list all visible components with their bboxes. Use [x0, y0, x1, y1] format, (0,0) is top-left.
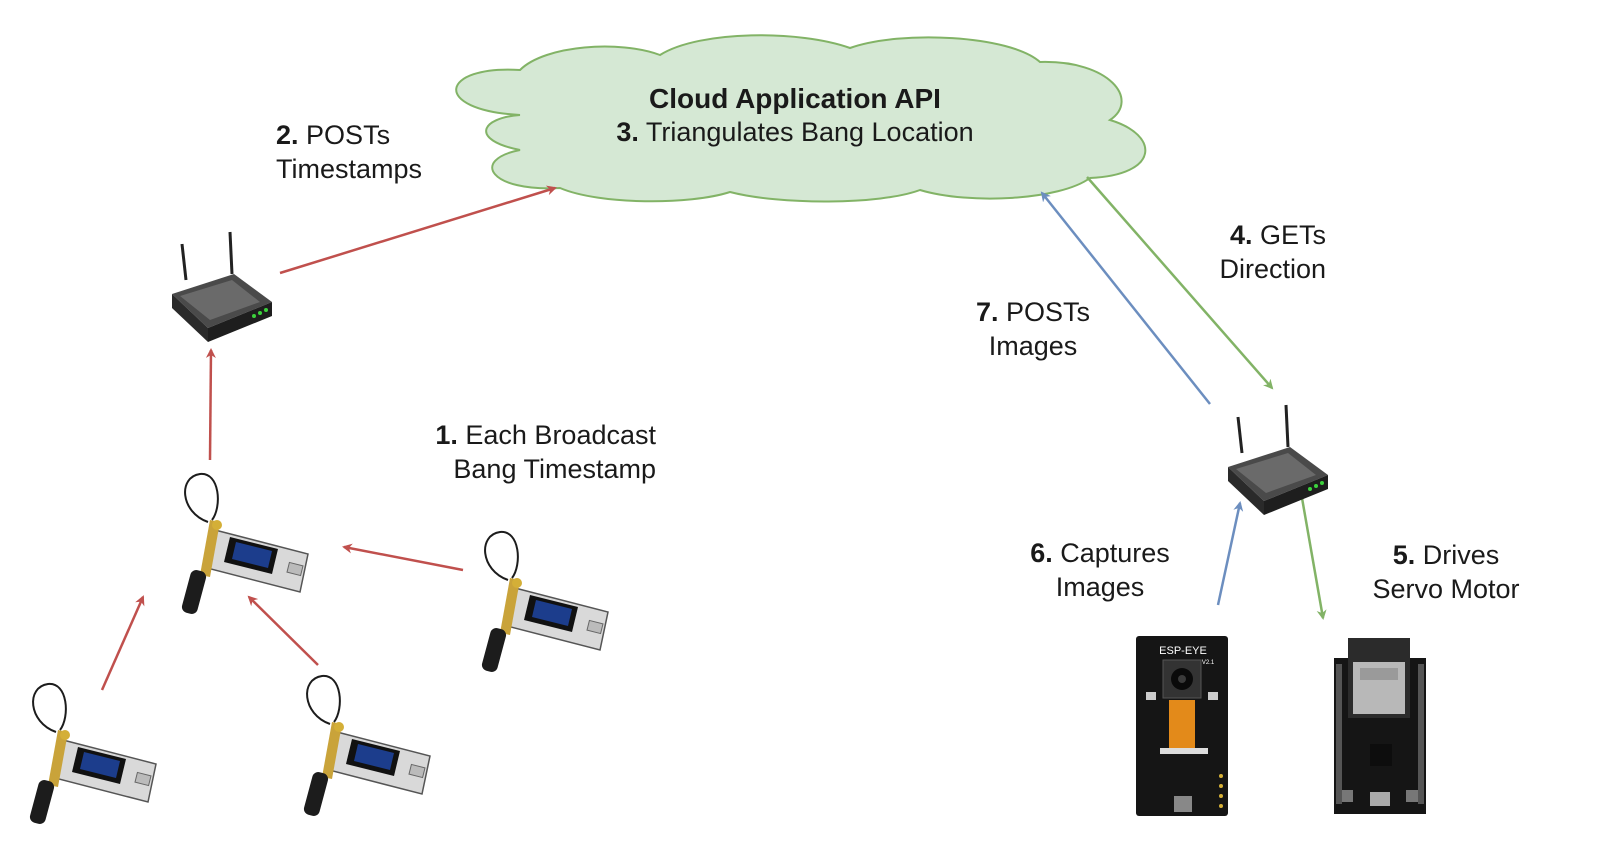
step-4-label: 4. GETs Direction	[1198, 218, 1326, 286]
arrow-router-to-cloud	[279, 185, 557, 275]
step-2-number: 2.	[276, 120, 299, 150]
step-7-number: 7.	[975, 297, 999, 327]
step-4-line2: Direction	[1219, 254, 1326, 284]
step-2-line1: POSTs	[306, 120, 391, 150]
step-7-line2: Images	[988, 331, 1078, 361]
arrow-right-node-to-center-node	[342, 543, 464, 572]
router-icon-right	[1226, 403, 1330, 517]
arrow-node-to-router	[205, 348, 216, 461]
lora-board-icon-center	[179, 472, 309, 617]
step-1-label: 1. Each Broadcast Bang Timestamp	[420, 418, 656, 486]
arrow-bottom-right-node-to-center-node	[247, 595, 319, 666]
arrow-router-to-cloud-images	[1040, 191, 1211, 405]
esp-eye-version: V2.1	[1202, 660, 1215, 666]
step-3-number: 3.	[616, 117, 639, 147]
step-6-label: 6. Captures Images	[1022, 536, 1178, 604]
arrow-bottom-left-node-to-center-node	[100, 595, 145, 691]
cloud-shape	[455, 34, 1147, 203]
step-1-line1: Each Broadcast	[465, 420, 656, 450]
step-5-line2: Servo Motor	[1372, 574, 1520, 604]
step-1-number: 1.	[435, 420, 458, 450]
step-6-line1: Captures	[1060, 538, 1170, 568]
step-2-line2: Timestamps	[276, 154, 423, 184]
lora-board-icon-bottom-right	[301, 674, 431, 819]
esp32-devkit-board-icon	[1334, 638, 1426, 814]
step-7-line1: POSTs	[1006, 297, 1091, 327]
cloud-step-3: 3. Triangulates Bang Location	[560, 115, 1030, 149]
step-2-label: 2. POSTs Timestamps	[276, 118, 422, 186]
router-icon-left	[170, 230, 274, 344]
step-5-line1: Drives	[1422, 540, 1500, 570]
esp-eye-board-icon: ESP-EYE V2.1	[1136, 636, 1228, 816]
arrow-camera-to-router	[1216, 501, 1244, 606]
lora-board-icon-bottom-left	[27, 682, 157, 827]
step-5-number: 5.	[1392, 540, 1416, 570]
step-6-number: 6.	[1030, 538, 1053, 568]
esp-eye-label: ESP-EYE	[1159, 645, 1207, 657]
cloud-title: Cloud Application API	[649, 83, 941, 114]
step-6-line2: Images	[1055, 572, 1145, 602]
step-7-label: 7. POSTs Images	[968, 295, 1098, 363]
step-3-text: Triangulates Bang Location	[645, 117, 974, 147]
step-4-line1: GETs	[1259, 220, 1326, 250]
step-5-label: 5. Drives Servo Motor	[1366, 538, 1526, 606]
arrow-router-to-servo-board	[1300, 497, 1327, 620]
step-1-line2: Bang Timestamp	[453, 454, 656, 484]
lora-board-icon-right	[479, 530, 609, 675]
arrow-cloud-to-router-direction	[1086, 176, 1274, 390]
step-4-number: 4.	[1229, 220, 1253, 250]
